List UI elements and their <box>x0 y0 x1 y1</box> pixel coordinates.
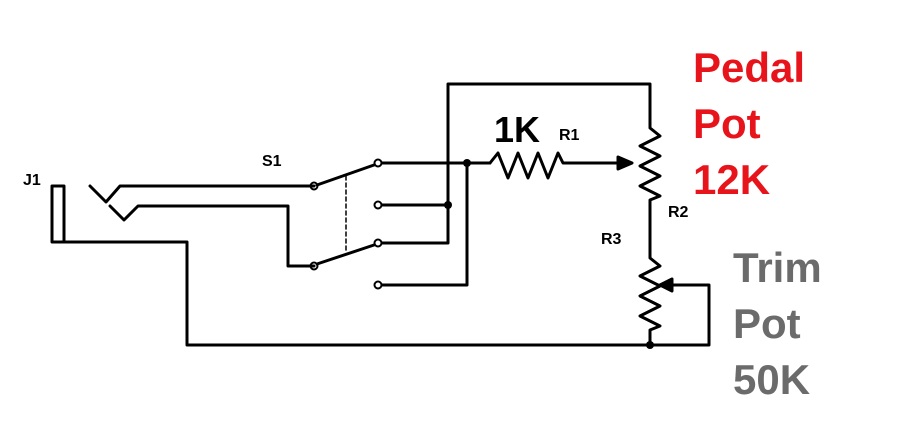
label-j1: J1 <box>23 172 41 189</box>
switch-lever-2 <box>315 243 376 266</box>
label-r2: R2 <box>668 204 689 221</box>
pedal-pot-line-1: Pedal <box>693 44 805 91</box>
jack-tip-contact <box>88 184 316 204</box>
wiper-arrow-r2 <box>616 155 634 171</box>
trim-pot-line-3: 50K <box>733 356 810 403</box>
switch-contact-4 <box>373 280 383 290</box>
trim-pot-label: Trim Pot 50K <box>733 244 822 403</box>
resistor-r1 <box>488 151 632 180</box>
pedal-pot-line-2: Pot <box>693 100 761 147</box>
trim-pot-line-1: Trim <box>733 244 822 291</box>
pedal-pot-line-3: 12K <box>693 156 770 203</box>
switch-contact-1 <box>373 158 383 168</box>
wire-contact-4 <box>380 161 469 287</box>
junction-dot <box>646 341 654 349</box>
wiper-arrow-r3 <box>658 277 674 293</box>
pot-r3 <box>638 252 711 347</box>
jack-sleeve <box>50 184 66 244</box>
pedal-pot-label: Pedal Pot 12K <box>693 44 805 203</box>
label-r1-value: 1K <box>494 109 540 150</box>
wire-contact-3 <box>380 82 652 245</box>
label-r3: R3 <box>601 231 622 248</box>
switch-s1 <box>309 158 383 290</box>
switch-lever-1 <box>315 163 376 187</box>
label-s1: S1 <box>262 153 282 170</box>
junction-dot <box>444 201 452 209</box>
pot-r2 <box>638 123 662 256</box>
jack-j1 <box>50 184 652 347</box>
jack-ground-wire <box>62 240 652 347</box>
switch-common-2 <box>309 261 319 271</box>
jack-ring-contact <box>108 204 316 268</box>
switch-contact-2 <box>373 200 383 210</box>
junction-dot <box>463 159 471 167</box>
trim-pot-line-2: Pot <box>733 300 801 347</box>
switch-contact-3 <box>373 238 383 248</box>
label-r1: R1 <box>559 127 580 144</box>
